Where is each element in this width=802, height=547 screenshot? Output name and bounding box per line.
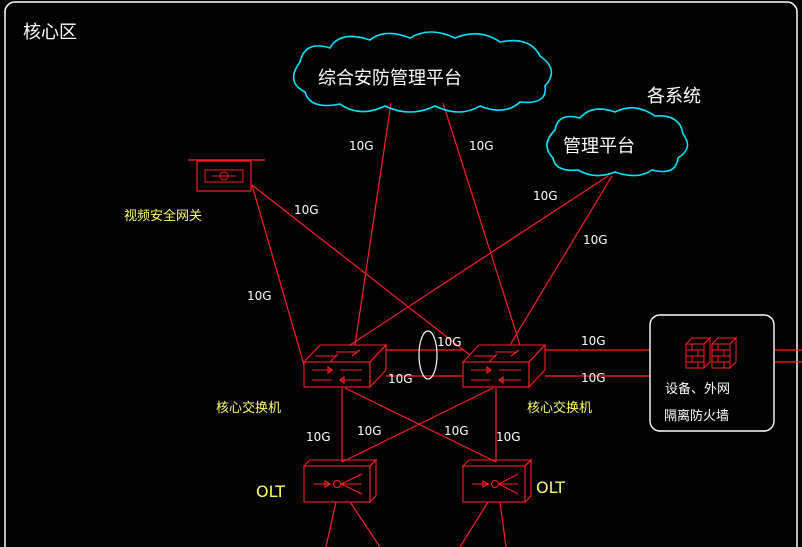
cloud-security-platform: 综合安防管理平台 — [292, 31, 553, 113]
connection-lines — [251, 102, 802, 547]
link-label: 10G — [583, 233, 608, 247]
link-gateway-right-switch — [251, 184, 471, 356]
link-olt-cross-a — [344, 387, 497, 463]
link-label: 10G — [349, 139, 374, 153]
link-platform-right-switch — [442, 102, 521, 346]
link-label: 10G — [294, 203, 319, 217]
firewall-box: 设备、外网 隔离防火墙 — [649, 314, 775, 432]
core-zone-frame — [4, 1, 798, 547]
cloud-management-platform-label: 管理平台 — [563, 136, 635, 157]
link-olt-right-down-a — [459, 501, 489, 547]
olt-right-label: OLT — [536, 478, 565, 497]
video-gateway-label: 视频安全网关 — [124, 208, 202, 224]
cloud-management-platform: 管理平台 — [546, 107, 689, 177]
systems-title: 各系统 — [647, 86, 701, 107]
link-olt-right-down-b — [499, 501, 507, 547]
olt-left-label: OLT — [256, 482, 285, 501]
link-label: 10G — [581, 371, 606, 385]
link-label: 10G — [306, 430, 331, 444]
link-olt-left-down-a — [325, 501, 337, 547]
stack-link-ellipse — [418, 330, 438, 380]
core-switch-right-label: 核心交换机 — [527, 400, 592, 416]
olt-left-icon — [302, 458, 378, 504]
link-label: 10G — [247, 289, 272, 303]
zone-title: 核心区 — [23, 22, 77, 43]
video-gateway-device — [188, 159, 265, 192]
link-labels: 10G 10G 10G 10G 10G 10G 10G 10G 10G 10G … — [247, 139, 608, 444]
link-gateway-left-switch — [251, 184, 305, 366]
link-label: 10G — [437, 335, 462, 349]
link-label: 10G — [357, 424, 382, 438]
firewall-label-line2: 隔离防火墙 — [664, 408, 729, 424]
link-mgmt-left-switch — [349, 175, 609, 346]
link-label: 10G — [496, 430, 521, 444]
firewall-label-line1: 设备、外网 — [665, 381, 730, 397]
core-switch-left-label: 核心交换机 — [216, 400, 281, 416]
firewall-icon — [684, 336, 738, 370]
link-olt-left-down-b — [349, 501, 381, 547]
cloud-security-platform-label: 综合安防管理平台 — [318, 68, 462, 89]
olt-right-icon — [461, 458, 533, 504]
core-switch-right-icon — [461, 343, 547, 389]
link-label: 10G — [469, 139, 494, 153]
link-label: 10G — [388, 372, 413, 386]
link-mgmt-right-switch — [509, 175, 613, 346]
link-label: 10G — [581, 334, 606, 348]
link-label: 10G — [444, 424, 469, 438]
link-platform-left-switch — [354, 102, 392, 346]
link-olt-cross-b — [341, 387, 494, 463]
link-label: 10G — [533, 189, 558, 203]
core-switch-left-icon — [302, 343, 388, 389]
